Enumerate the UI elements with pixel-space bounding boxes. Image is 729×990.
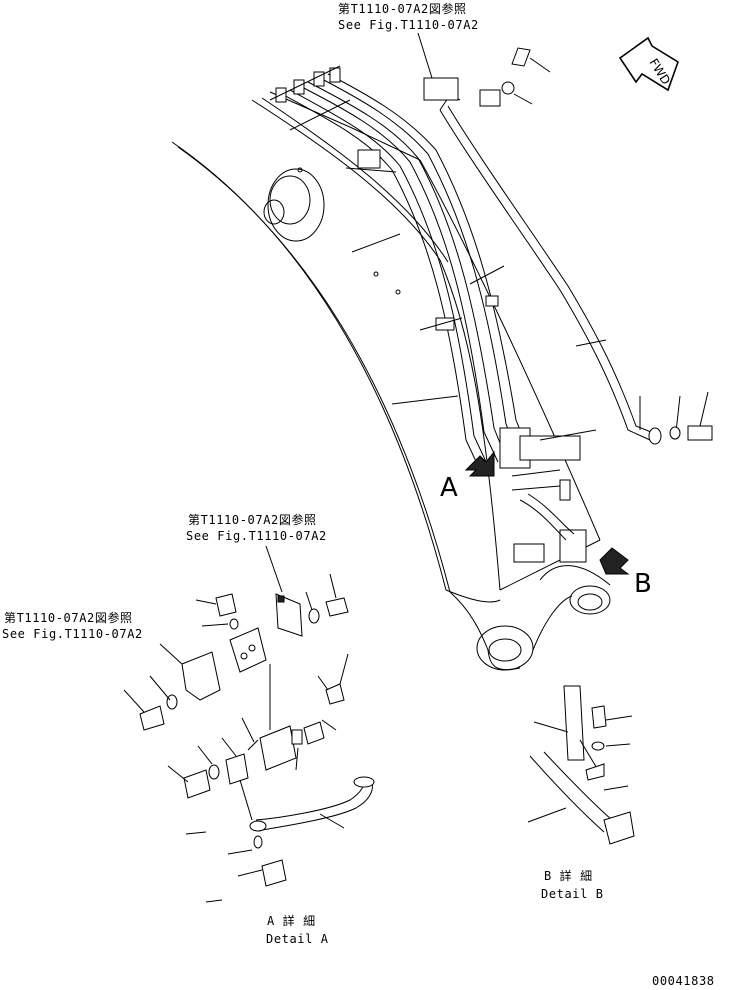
middle-reference-leader xyxy=(265,545,283,593)
left-reference-en: See Fig.T1110-07A2 xyxy=(2,627,143,641)
top-reference-jp: 第T1110-07A2図参照 xyxy=(338,1,467,16)
middle-reference-en: See Fig.T1110-07A2 xyxy=(186,529,327,543)
boom-pipe-bundle xyxy=(269,65,529,471)
left-reference-leader xyxy=(159,643,183,665)
detail-b-title-jp: B 詳 細 xyxy=(544,868,593,883)
view-arrow-a xyxy=(464,450,495,477)
valve-block-a xyxy=(499,427,597,501)
left-reference-jp: 第T1110-07A2図参照 xyxy=(4,610,133,625)
view-label-b: B xyxy=(634,569,652,599)
right-fitting-group xyxy=(639,391,713,445)
middle-reference-jp: 第T1110-07A2図参照 xyxy=(188,512,317,527)
view-arrow-b xyxy=(599,547,630,575)
top-reference-en: See Fig.T1110-07A2 xyxy=(338,18,479,32)
detail-a-exploded-view xyxy=(123,573,375,903)
boom-structure xyxy=(171,91,611,671)
view-label-a: A xyxy=(440,473,458,503)
detail-a-title-jp: A 詳 細 xyxy=(267,913,316,928)
fwd-direction-arrow: FWD xyxy=(618,36,679,92)
drawing-number: 00041838 xyxy=(652,974,715,988)
detail-b-title-en: Detail B xyxy=(541,887,604,901)
valve-block-b xyxy=(513,493,587,563)
top-reference-leader xyxy=(417,32,433,79)
detail-a-title-en: Detail A xyxy=(266,932,329,946)
fwd-label: FWD xyxy=(646,56,673,87)
right-pipe-line xyxy=(423,77,657,441)
top-bolt-assembly xyxy=(501,47,551,105)
detail-b-exploded-view xyxy=(527,685,635,845)
